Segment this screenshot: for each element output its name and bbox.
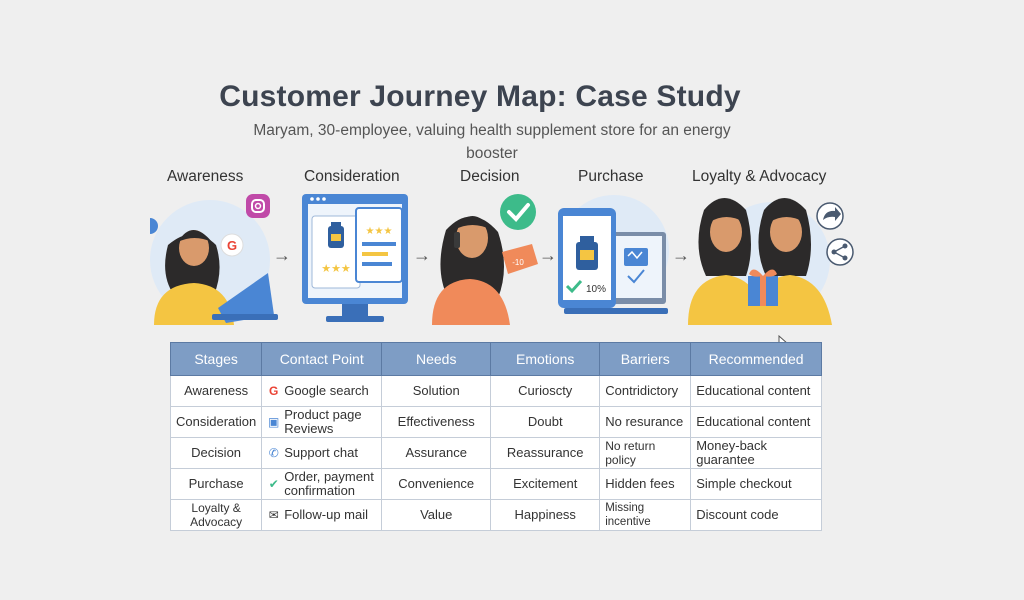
emotions-cell: Reassurance [490, 437, 601, 469]
stage-label-purchase: Purchase [578, 168, 644, 185]
svg-text:-10: -10 [512, 258, 524, 267]
contact-point-cell: ✔Order, payment confirmation [261, 468, 383, 500]
stage-label-consideration: Consideration [304, 168, 400, 185]
needs-cell: Value [381, 499, 492, 531]
stage-label-decision: Decision [460, 168, 520, 185]
contact-point-cell: ✆Support chat [261, 437, 383, 469]
contact-point-cell: ✉Follow-up mail [261, 499, 383, 531]
svg-text:10%: 10% [586, 284, 606, 295]
stage-label-awareness: Awareness [167, 168, 244, 185]
table-header-row: Stages Contact Point Needs Emotions Barr… [169, 342, 822, 376]
column-header-recommended: Recommended [690, 342, 822, 376]
checkmark-icon: ✔ [268, 477, 279, 491]
consideration-illustration: ★★★ ★★★ [302, 194, 408, 322]
barriers-cell: Contridictory [599, 375, 692, 407]
mail-icon: ✉ [268, 508, 279, 522]
purchase-illustration: 10% [558, 195, 669, 314]
page-subtitle: Maryam, 30-employee, valuing health supp… [253, 122, 731, 162]
flow-arrow: → [672, 245, 690, 265]
svg-text:G: G [227, 238, 237, 253]
column-header-emotions: Emotions [490, 342, 601, 376]
page-title: Customer Journey Map: Case Study [219, 80, 741, 113]
svg-text:★★★: ★★★ [321, 262, 351, 275]
journey-table: Stages Contact Point Needs Emotions Barr… [169, 342, 822, 531]
recommended-cell: Educational content [690, 375, 822, 407]
emotions-cell: Doubt [490, 406, 601, 438]
barriers-cell: Hidden fees [599, 468, 692, 500]
needs-cell: Assurance [381, 437, 492, 469]
stage-label-loyalty: Loyalty & Advocacy [692, 168, 827, 185]
stage-cell: Consideration [169, 406, 263, 438]
column-header-needs: Needs [381, 342, 492, 376]
column-header-stages: Stages [169, 342, 263, 376]
stage-cell: Purchase [169, 468, 263, 500]
google-icon [220, 233, 244, 257]
recommended-cell: Discount code [690, 499, 822, 531]
recommended-cell: Money-back guarantee [690, 437, 822, 469]
gift-icon [748, 269, 778, 306]
flow-arrow: → [539, 245, 557, 265]
stage-cell: Decision [169, 437, 263, 469]
table-row: Decision ✆Support chat Assurance Reassur… [169, 437, 822, 469]
share-network-icon [826, 238, 854, 266]
emotions-cell: Excitement [490, 468, 601, 500]
table-row: Purchase ✔Order, payment confirmation Co… [169, 468, 822, 500]
flow-arrow: → [273, 245, 291, 265]
product-page-icon: ▣ [268, 415, 280, 429]
stage-cell: Awareness [169, 375, 263, 407]
emotions-cell: Happiness [490, 499, 601, 531]
column-header-contact-point: Contact Point [261, 342, 383, 376]
decision-illustration: -10 [432, 194, 538, 325]
table-row: Loyalty & Advocacy ✉Follow-up mail Value… [169, 499, 822, 531]
needs-cell: Solution [381, 375, 492, 407]
recommended-cell: Educational content [690, 406, 822, 438]
price-tag-icon: -10 [502, 244, 538, 274]
flow-arrow: → [413, 245, 431, 265]
phone-icon: ✆ [268, 446, 279, 460]
instagram-icon [246, 194, 270, 218]
emotions-cell: Curioscty [490, 375, 601, 407]
needs-cell: Effectiveness [381, 406, 492, 438]
barriers-cell: No return policy [599, 437, 692, 469]
barriers-cell: No resurance [599, 406, 692, 438]
google-icon: G [269, 384, 279, 398]
svg-text:★★★: ★★★ [366, 226, 393, 237]
awareness-illustration: G [150, 194, 278, 325]
recommended-cell: Simple checkout [690, 468, 822, 500]
contact-point-cell: ▣Product page Reviews [261, 406, 383, 438]
barriers-cell: Missing incentive [599, 499, 692, 531]
loyalty-illustration [688, 198, 854, 325]
checkmark-icon [500, 194, 536, 230]
stage-cell: Loyalty & Advocacy [169, 499, 263, 531]
needs-cell: Convenience [381, 468, 492, 500]
table-row: Consideration ▣Product page Reviews Effe… [169, 406, 822, 438]
column-header-barriers: Barriers [599, 342, 692, 376]
